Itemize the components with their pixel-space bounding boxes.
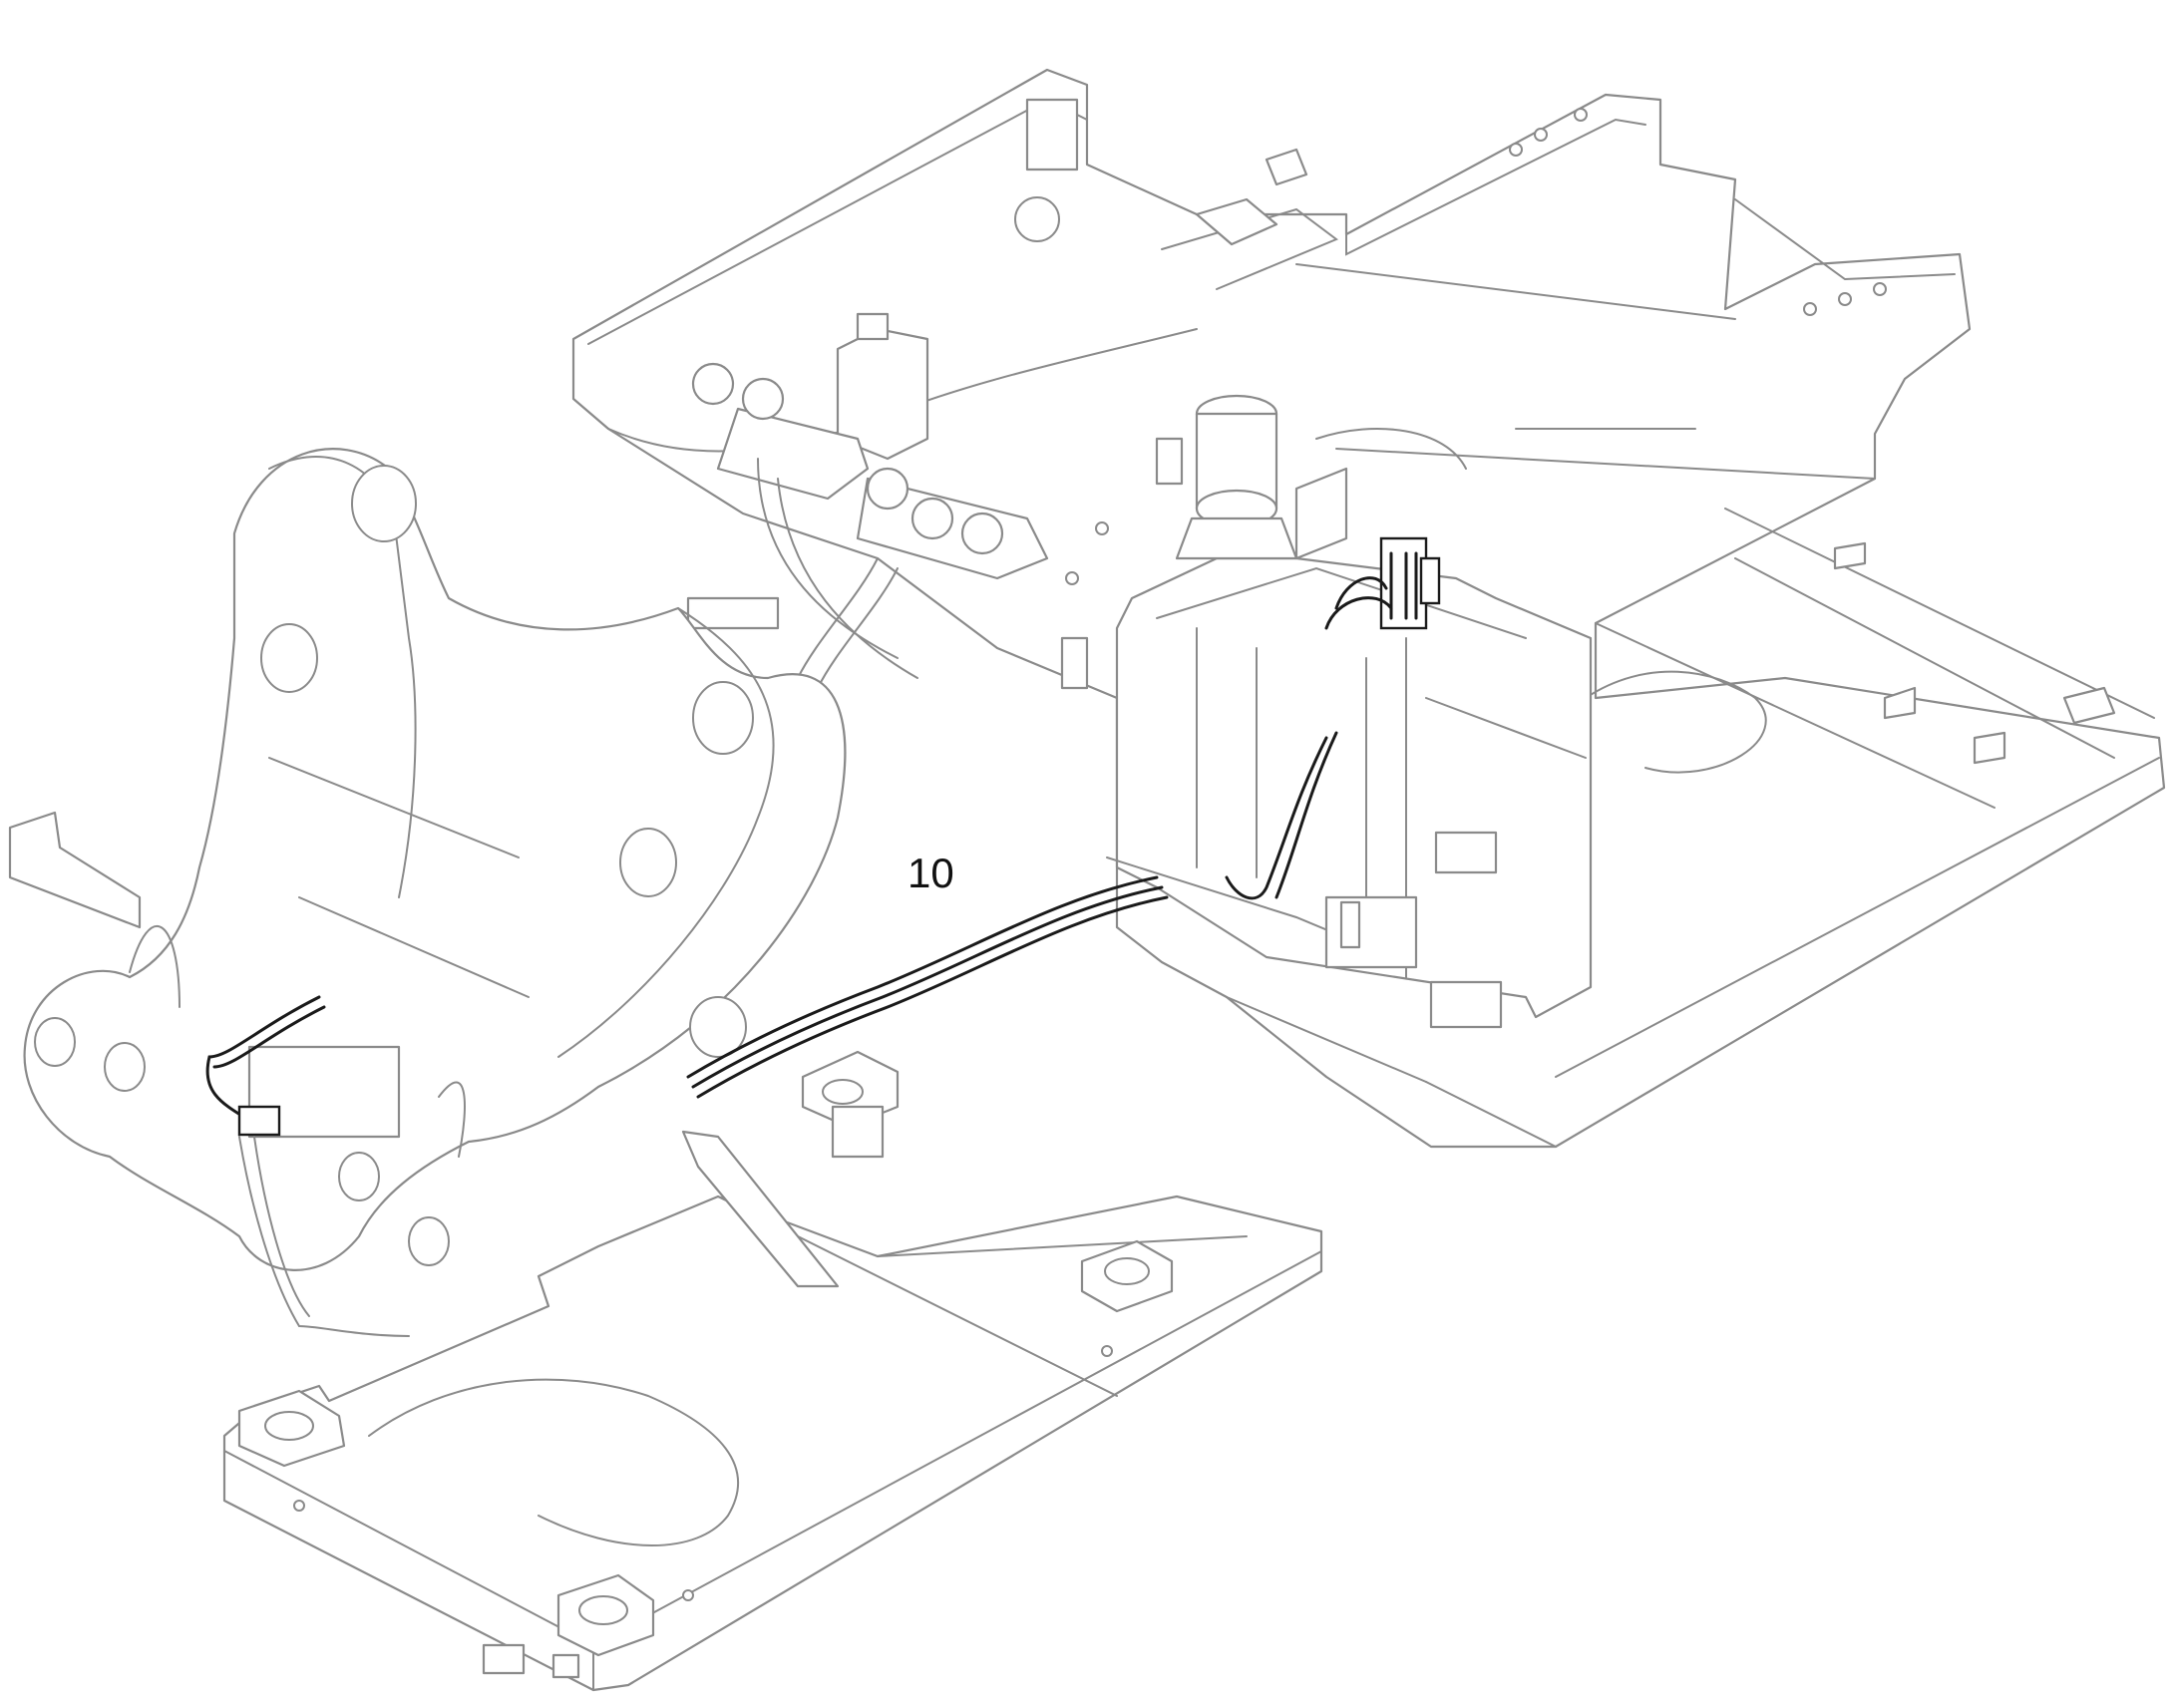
front-frame bbox=[8, 448, 847, 1271]
tank-bracket-assembly bbox=[1106, 394, 1593, 1029]
callout-label-10: 10 bbox=[908, 850, 954, 896]
wire-harness bbox=[205, 731, 1338, 1337]
valve-manifold bbox=[686, 312, 1089, 690]
lower-frame bbox=[222, 1050, 1323, 1692]
